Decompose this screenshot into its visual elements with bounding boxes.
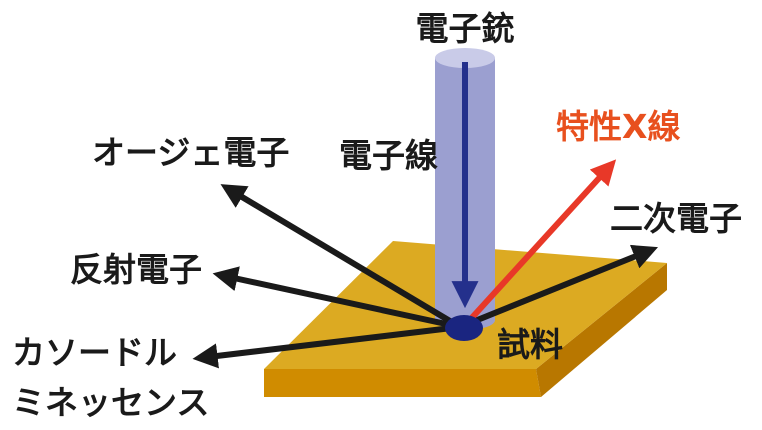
auger-electron-label: オージェ電子 — [92, 133, 289, 172]
secondary-electron-label: 二次電子 — [610, 199, 742, 238]
characteristic-xray-label: 特性X線 — [556, 107, 680, 146]
electron-beam-label: 電子線 — [339, 136, 438, 175]
sample-plate-side — [536, 263, 667, 397]
auger-electron-arrow — [220, 184, 462, 330]
beam-spot — [445, 315, 483, 341]
signal-arrows — [192, 159, 659, 369]
cathodoluminescence-arrow — [192, 324, 461, 369]
backscattered-electron-arrow — [212, 266, 461, 330]
characteristic-xray-arrow — [465, 159, 617, 325]
sample-label: 試料 — [497, 325, 563, 364]
cathodoluminescence-label-line2: ミネッセンス — [12, 383, 209, 422]
backscattered-electron-label: 反射電子 — [70, 250, 202, 289]
electron-gun-top — [435, 48, 495, 68]
secondary-electron-arrow — [458, 244, 659, 330]
sample-plate-front — [264, 369, 541, 397]
cathodoluminescence-label-line1: カソードル — [12, 333, 177, 372]
electron-gun-label: 電子銃 — [416, 9, 515, 48]
